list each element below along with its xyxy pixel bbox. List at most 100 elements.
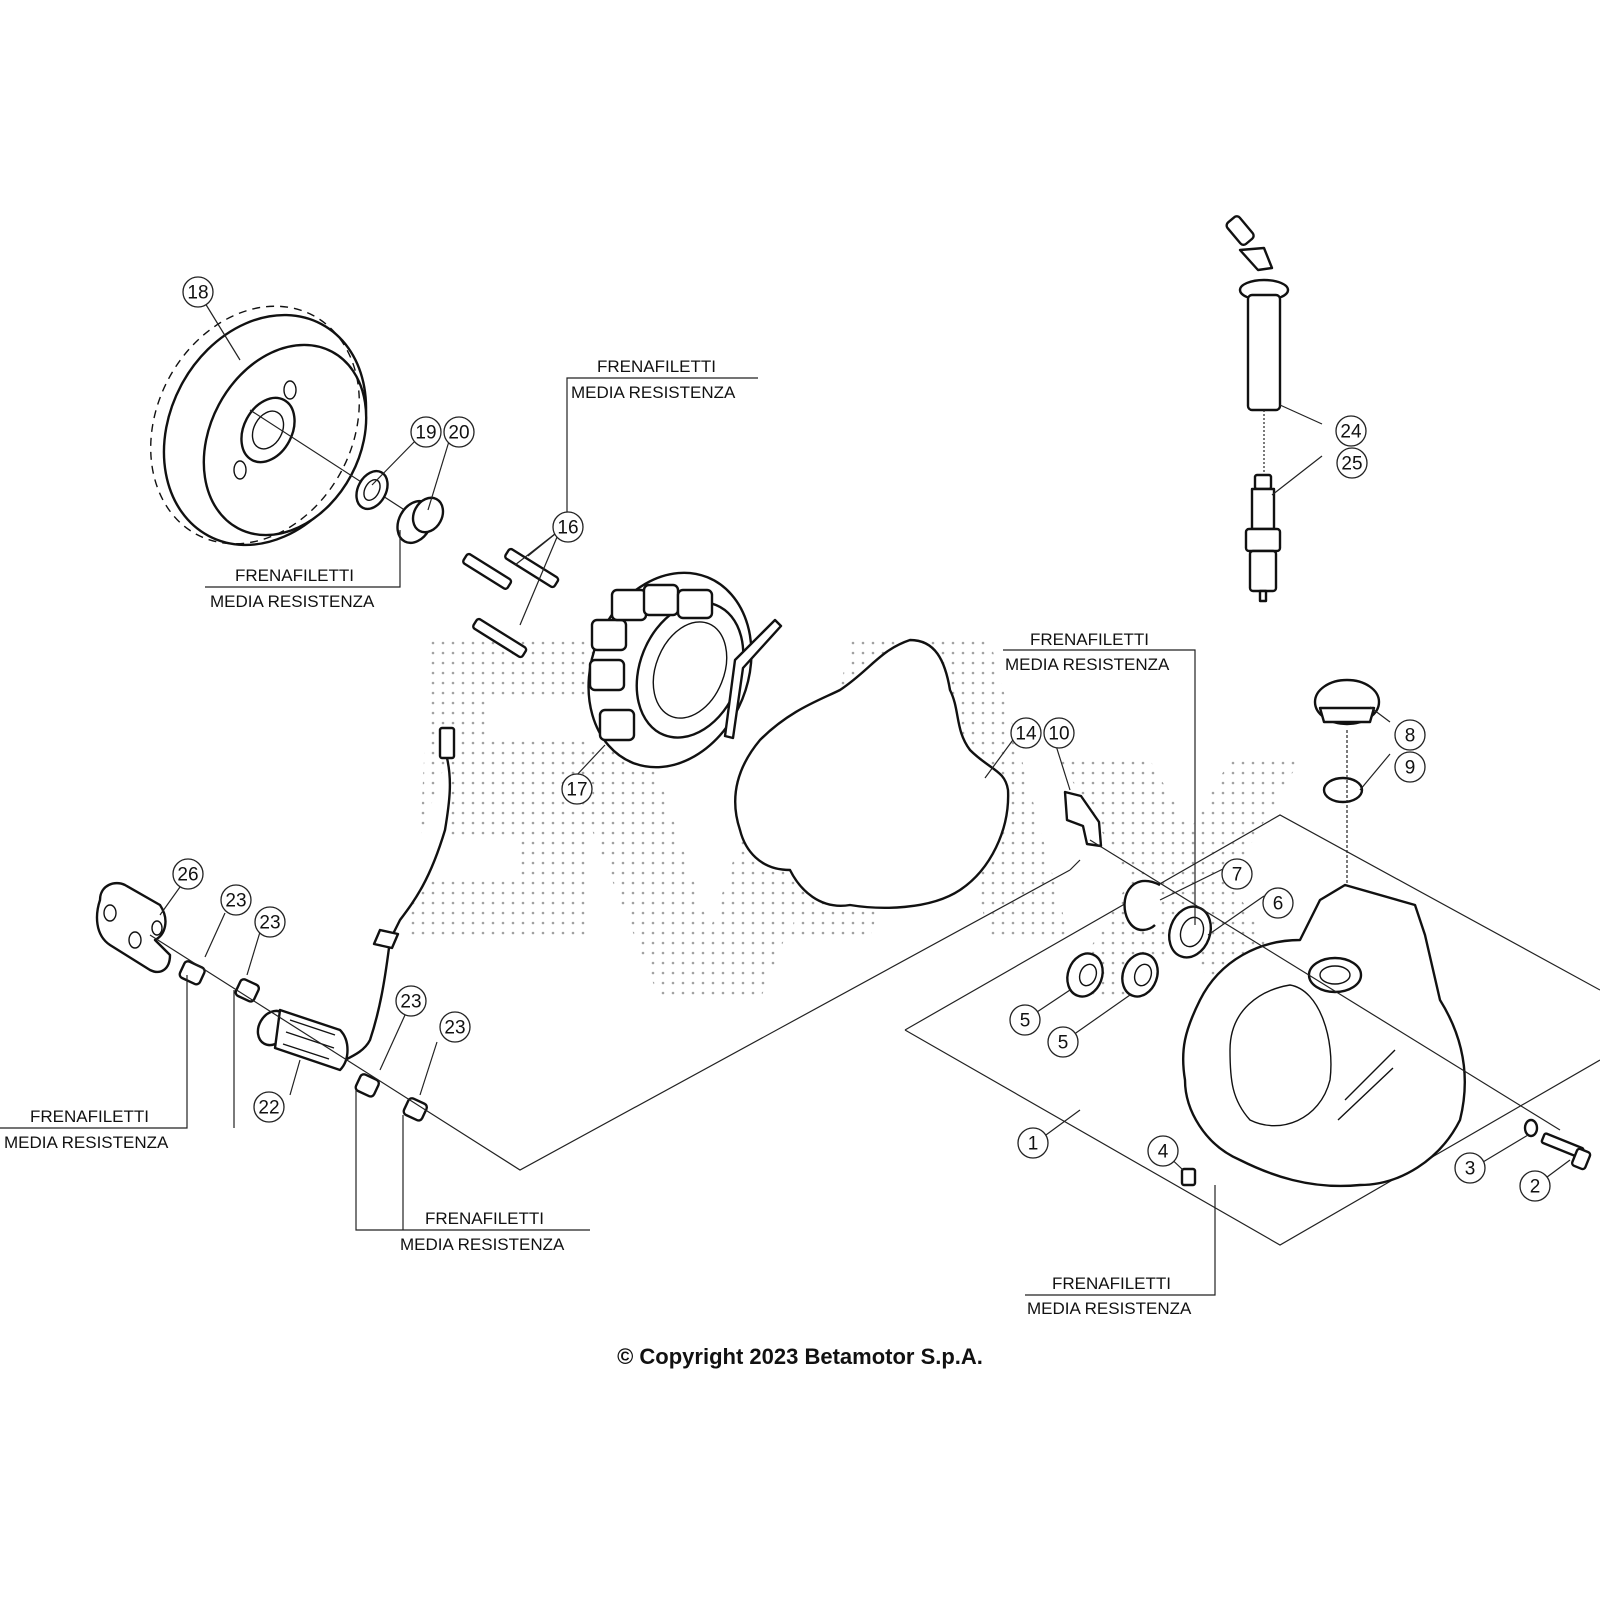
callout-8: 8 <box>1394 719 1426 751</box>
callout-number: 4 <box>1158 1142 1169 1163</box>
callout-number: 23 <box>400 992 421 1013</box>
callout-number: 2 <box>1530 1177 1541 1198</box>
callout-number: 23 <box>444 1018 465 1039</box>
flywheel-nut <box>396 496 445 545</box>
callout-number: 26 <box>177 865 198 886</box>
bolts-23 <box>178 960 429 1122</box>
callout-24: 24 <box>1335 415 1367 447</box>
callout-number: 19 <box>415 423 436 444</box>
callout-circle <box>1262 887 1294 919</box>
spark-plug <box>1244 473 1282 603</box>
callout-circle <box>1221 858 1253 890</box>
note-line1: FRENAFILETTI <box>597 357 716 376</box>
callout-number: 5 <box>1020 1011 1031 1032</box>
callout-number: 8 <box>1405 726 1416 747</box>
callout-circle <box>1336 447 1368 479</box>
note-line1: FRENAFILETTI <box>30 1107 149 1126</box>
note-brackets <box>0 377 1216 1296</box>
callout-number: 5 <box>1058 1033 1069 1054</box>
note-line2: MEDIA RESISTENZA <box>4 1133 169 1152</box>
mounting-bracket <box>95 881 172 974</box>
callout-14: 14 <box>1010 717 1042 749</box>
callout-number: 7 <box>1232 865 1243 886</box>
note-upper-left: FRENAFILETTI MEDIA RESISTENZA <box>210 566 375 611</box>
callout-number: 9 <box>1405 758 1416 779</box>
callout-number: 22 <box>258 1098 279 1119</box>
wiring-harness <box>344 726 456 1062</box>
callout-number: 6 <box>1273 894 1284 915</box>
callout-9: 9 <box>1394 751 1426 783</box>
callout-20: 20 <box>443 416 475 448</box>
callout-circle <box>1394 751 1426 783</box>
oil-filler-cap <box>1313 678 1381 726</box>
note-line1: FRENAFILETTI <box>425 1209 544 1228</box>
callout-circle <box>220 884 252 916</box>
leader-lines <box>159 302 1571 1187</box>
callout-6: 6 <box>1262 887 1294 919</box>
callout-circle <box>254 906 286 938</box>
note-line2: MEDIA RESISTENZA <box>1005 655 1170 674</box>
callout-number: 25 <box>1341 454 1362 475</box>
callout-number: 23 <box>259 913 280 934</box>
callout-number: 23 <box>225 891 246 912</box>
callout-25: 25 <box>1336 447 1368 479</box>
callout-number: 24 <box>1340 422 1362 443</box>
callout-circle <box>1047 1026 1079 1058</box>
callout-number: 20 <box>448 423 469 444</box>
cover-gasket <box>734 638 1010 909</box>
callout-26: 26 <box>172 858 204 890</box>
stator <box>587 571 783 769</box>
callout-17: 17 <box>561 773 593 805</box>
callout-23: 23 <box>395 985 427 1017</box>
note-line1: FRENAFILETTI <box>1030 630 1149 649</box>
callout-number: 1 <box>1028 1134 1039 1155</box>
callout-23: 23 <box>439 1011 471 1043</box>
callout-circle <box>443 416 475 448</box>
callout-circle <box>439 1011 471 1043</box>
voltage-regulator <box>256 1008 349 1072</box>
callout-circle <box>182 276 214 308</box>
note-line2: MEDIA RESISTENZA <box>210 592 375 611</box>
callout-1: 1 <box>1017 1127 1049 1159</box>
callout-number: 17 <box>566 780 587 801</box>
oil-seals <box>1066 905 1212 998</box>
callout-circle <box>1335 415 1367 447</box>
o-ring <box>1322 776 1364 804</box>
callout-19: 19 <box>410 416 442 448</box>
callout-4: 4 <box>1147 1135 1179 1167</box>
stator-bolts <box>462 547 560 659</box>
note-line1: FRENAFILETTI <box>1052 1274 1171 1293</box>
callout-3: 3 <box>1454 1152 1486 1184</box>
callout-18: 18 <box>182 276 214 308</box>
callout-5: 5 <box>1047 1026 1079 1058</box>
callout-circle <box>1147 1135 1179 1167</box>
callout-7: 7 <box>1221 858 1253 890</box>
callout-number: 18 <box>187 283 208 304</box>
callout-10: 10 <box>1043 717 1075 749</box>
copyright-footer: © Copyright 2023 Betamotor S.p.A. <box>617 1344 983 1369</box>
callout-circle <box>1009 1004 1041 1036</box>
note-top-center: FRENAFILETTI MEDIA RESISTENZA <box>571 357 736 402</box>
note-line2: MEDIA RESISTENZA <box>1027 1299 1192 1318</box>
note-right-center: FRENAFILETTI MEDIA RESISTENZA <box>1005 630 1170 674</box>
cover-bolt <box>1540 1132 1592 1171</box>
callout-circle <box>561 773 593 805</box>
callout-circle <box>253 1091 285 1123</box>
callout-number: 16 <box>557 518 578 539</box>
note-line2: MEDIA RESISTENZA <box>400 1235 565 1254</box>
callout-16: 16 <box>552 511 584 543</box>
note-bottom-center: FRENAFILETTI MEDIA RESISTENZA <box>400 1209 565 1254</box>
callout-circle <box>552 511 584 543</box>
callout-23: 23 <box>254 906 286 938</box>
callout-number: 14 <box>1015 724 1037 745</box>
callout-circle <box>395 985 427 1017</box>
bolt-washer <box>1523 1118 1539 1138</box>
note-lower-left: FRENAFILETTI MEDIA RESISTENZA <box>4 1107 169 1152</box>
callout-circle <box>410 416 442 448</box>
callout-23: 23 <box>220 884 252 916</box>
callout-circle <box>1017 1127 1049 1159</box>
callout-number: 3 <box>1465 1159 1476 1180</box>
note-bottom-right: FRENAFILETTI MEDIA RESISTENZA <box>1027 1274 1192 1318</box>
